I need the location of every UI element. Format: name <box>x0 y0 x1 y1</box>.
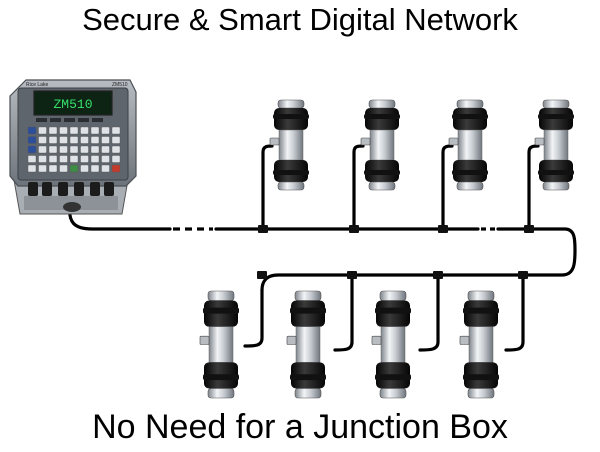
drop-cable-top-2 <box>352 144 365 231</box>
headline: Secure & Smart Digital Network <box>82 2 518 37</box>
load-cell-bottom-3 <box>371 290 411 399</box>
load-cells-bottom-row <box>199 290 499 399</box>
indicator-display <box>33 90 113 116</box>
load-cell-bottom-2 <box>286 290 326 399</box>
drop-cable-top-4 <box>527 144 540 231</box>
load-cells-top-row <box>269 99 574 191</box>
drop-cable-bottom-1 <box>243 288 264 348</box>
trunk-cable-end <box>260 227 577 292</box>
indicator-display-text: ZM510 <box>53 97 92 112</box>
load-cell-top-3 <box>448 99 488 191</box>
load-cell-top-1 <box>269 99 309 191</box>
load-cell-bottom-1 <box>199 290 239 399</box>
indicator-cable-glands <box>28 182 114 196</box>
cable-network <box>68 144 577 352</box>
weight-indicator: Rice Lake ZM510 ZM510 <box>9 79 137 215</box>
load-cell-top-4 <box>534 99 574 191</box>
load-cell-bottom-4 <box>459 290 499 399</box>
load-cell-top-2 <box>360 99 400 191</box>
drop-cable-bottom-2 <box>333 273 354 352</box>
indicator-softkeys <box>36 118 103 122</box>
indicator-model: ZM510 <box>112 82 128 88</box>
footer-caption: No Need for a Junction Box <box>92 408 508 446</box>
drop-cable-top-3 <box>441 144 454 231</box>
indicator-brand: Rice Lake <box>26 82 48 88</box>
tee-connectors <box>257 225 534 279</box>
drop-cable-top-1 <box>261 144 274 231</box>
indicator-keypad <box>27 126 121 173</box>
drop-cable-bottom-3 <box>418 273 440 352</box>
drop-cable-bottom-4 <box>504 273 525 352</box>
